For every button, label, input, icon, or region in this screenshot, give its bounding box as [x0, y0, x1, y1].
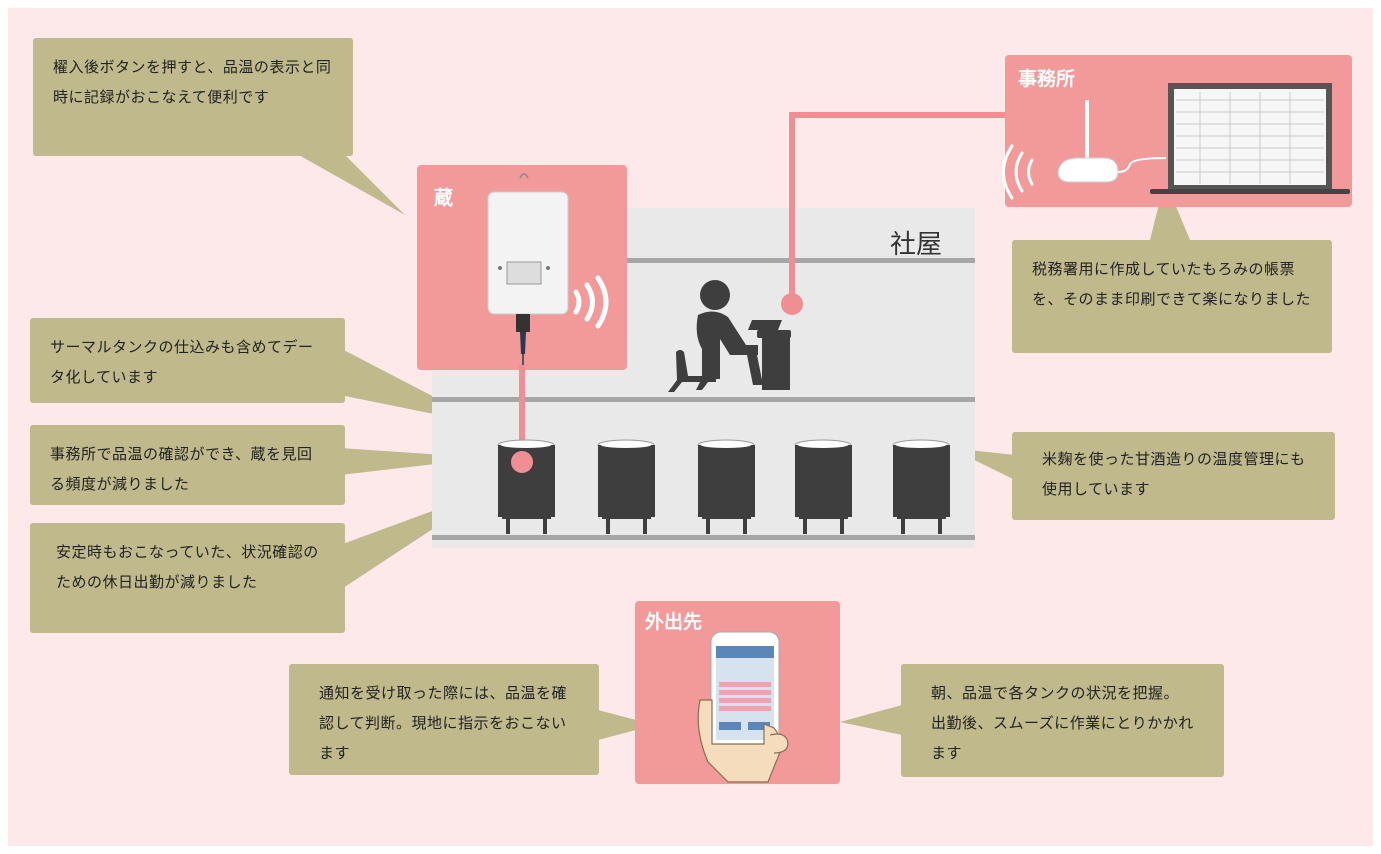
zone-label-outside: 外出先 — [645, 611, 703, 633]
router-cable — [1117, 157, 1167, 173]
temperature-logger-icon — [487, 173, 569, 366]
building-label: 社屋 — [890, 230, 943, 260]
callout-amazake: 米麹を使った甘酒造りの温度管理にも使用しています — [1012, 432, 1335, 520]
tank-connection-dot — [511, 451, 533, 473]
person-at-desk-icon — [668, 280, 791, 392]
callout-notify: 通知を受け取った際には、品温を確認して判断。現地に指示をおこないます — [289, 664, 599, 775]
desk-connection-dot — [781, 293, 803, 315]
zone-label-kura: 蔵 — [434, 187, 454, 209]
tank-icon — [892, 439, 950, 534]
callout-thermal-tank: サーマルタンクの仕込みも含めてデータ化しています — [30, 318, 345, 403]
pointer-tax-office — [1150, 180, 1190, 240]
callout-top-left: 櫂入後ボタンを押すと、品温の表示と同時に記録がおこなえて便利です — [33, 38, 353, 156]
tanks — [497, 439, 950, 534]
wifi-signal-right-icon — [573, 275, 609, 329]
building-floor-divider — [432, 535, 975, 540]
pointer-top-left — [290, 150, 405, 215]
tank-icon — [794, 439, 852, 534]
pointer-office-check — [340, 448, 488, 475]
office-connection-line — [789, 112, 1012, 302]
tank-icon — [697, 439, 755, 534]
callout-tax-office: 税務署用に作成していたもろみの帳票を、そのまま印刷できて楽になりました — [1012, 240, 1332, 353]
wifi-signal-left-icon — [1002, 144, 1034, 200]
callout-holiday: 安定時もおこなっていた、状況確認のための休日出勤が減りました — [30, 523, 345, 633]
tank-icon — [597, 439, 655, 534]
pointer-notify — [598, 710, 655, 740]
pointer-morning — [840, 705, 902, 735]
callout-office-check: 事務所で品温の確認ができ、蔵を見回る頻度が減りました — [30, 425, 345, 505]
building-floor-divider — [432, 397, 975, 402]
laptop-icon — [1150, 83, 1350, 194]
hand-holding-smartphone-icon — [697, 631, 789, 783]
callout-morning: 朝、品温で各タンクの状況を把握。出勤後、スムーズに作業にとりかかれます — [901, 664, 1224, 777]
zone-label-office: 事務所 — [1018, 68, 1076, 90]
building-floor-divider — [432, 258, 975, 263]
